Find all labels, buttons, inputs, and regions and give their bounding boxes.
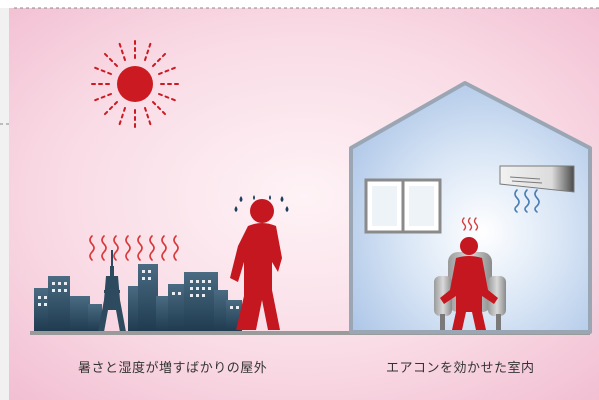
house: [349, 81, 592, 334]
city-windows: [38, 270, 239, 309]
hot-person-figure: [230, 199, 282, 330]
outdoor-caption: 暑さと湿度が増すばかりの屋外: [78, 361, 268, 376]
window-icon: [364, 178, 442, 234]
body-heat-icon: [461, 217, 479, 231]
air-conditioner-icon: [499, 165, 575, 193]
sun-icon: [88, 37, 182, 131]
cool-air-icon: [514, 189, 540, 213]
seated-person-figure: [440, 237, 498, 330]
heat-wave-icon: [89, 235, 179, 261]
sweat-drop-icon: [234, 195, 289, 212]
indoor-caption: エアコンを効かせた室内: [386, 361, 535, 376]
ground-line: [30, 331, 590, 335]
